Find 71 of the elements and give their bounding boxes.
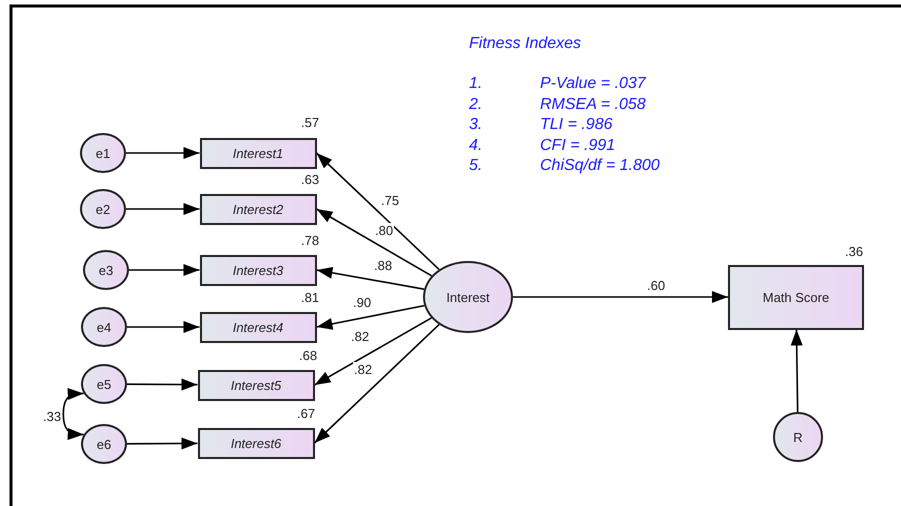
node-label: Math Score bbox=[762, 290, 830, 304]
r-squared-value: .36 bbox=[845, 244, 864, 259]
variable-box bbox=[198, 428, 314, 458]
r-squared-value: .63 bbox=[301, 172, 320, 187]
heading: Fitness Indexes bbox=[469, 35, 582, 53]
node-label: e5 bbox=[96, 376, 112, 392]
ellipse-node bbox=[80, 133, 126, 173]
node-label: e2 bbox=[96, 202, 110, 216]
ellipse-node bbox=[81, 424, 127, 464]
r-squared-value: .57 bbox=[301, 115, 320, 130]
r-squared-value: .78 bbox=[301, 233, 320, 248]
fit-index-text: RMSEA = .058 bbox=[540, 96, 646, 114]
node-label: e3 bbox=[98, 262, 114, 278]
variable-box bbox=[200, 312, 316, 342]
arrow bbox=[513, 291, 728, 303]
node-label: Interest3 bbox=[232, 262, 284, 278]
node-label: Interest1 bbox=[232, 146, 284, 160]
node-label: e1 bbox=[96, 146, 110, 160]
arrow bbox=[126, 203, 200, 215]
arrow bbox=[316, 152, 440, 270]
arrow bbox=[316, 304, 424, 330]
edge-label: .82 bbox=[353, 362, 374, 377]
edge-label: .88 bbox=[373, 258, 394, 273]
ellipse-node bbox=[81, 307, 127, 347]
node-label: e4 bbox=[96, 320, 112, 334]
variable-box bbox=[200, 254, 316, 286]
node-label: e6 bbox=[96, 436, 112, 452]
variable-box bbox=[200, 138, 316, 168]
arrow bbox=[314, 324, 440, 444]
list-number: 1. bbox=[469, 75, 482, 93]
r-squared-value: .67 bbox=[297, 406, 316, 421]
list-number: 2. bbox=[469, 96, 482, 114]
ellipse-node bbox=[80, 189, 126, 229]
ellipse-node bbox=[81, 364, 127, 404]
arrow bbox=[127, 378, 198, 390]
node-label: Interest6 bbox=[230, 436, 282, 450]
node-label: Interest2 bbox=[232, 202, 284, 216]
arrow bbox=[314, 317, 432, 386]
node-label: Interest4 bbox=[232, 320, 284, 334]
list-number: 3. bbox=[469, 116, 482, 134]
fit-index-text: TLI = .986 bbox=[540, 116, 612, 134]
edge-label: .60 bbox=[646, 278, 666, 293]
edge-label: .33 bbox=[42, 409, 62, 424]
arrow bbox=[790, 329, 803, 412]
list-number: 4. bbox=[469, 136, 482, 154]
arrow bbox=[316, 266, 424, 290]
variable-box bbox=[200, 194, 316, 224]
edge-label: .80 bbox=[374, 223, 394, 238]
fit-index-text: ChiSq/df = 1.800 bbox=[540, 157, 660, 175]
list-number: 5. bbox=[469, 157, 482, 175]
edge-label: .82 bbox=[350, 329, 370, 344]
ellipse-node bbox=[773, 412, 823, 462]
node-label: R bbox=[793, 430, 803, 444]
node-label: Interest5 bbox=[230, 378, 282, 392]
arrow bbox=[129, 264, 200, 276]
arrow bbox=[127, 321, 200, 333]
node-label: Interest bbox=[446, 290, 490, 304]
r-squared-value: .81 bbox=[301, 290, 320, 305]
r-squared-value: .68 bbox=[299, 348, 318, 363]
ellipse-node bbox=[83, 250, 129, 290]
ellipse-node bbox=[423, 261, 513, 333]
arrow bbox=[127, 438, 198, 450]
edge-label: .75 bbox=[380, 193, 400, 208]
fit-index-text: CFI = .991 bbox=[540, 136, 616, 154]
variable-box bbox=[198, 370, 314, 400]
edge-label: .90 bbox=[352, 295, 372, 310]
arrow bbox=[316, 208, 432, 277]
arrow bbox=[126, 147, 200, 159]
fit-index-text: P-Value = .037 bbox=[540, 75, 646, 93]
arrow bbox=[62, 388, 84, 440]
variable-box bbox=[728, 264, 864, 330]
